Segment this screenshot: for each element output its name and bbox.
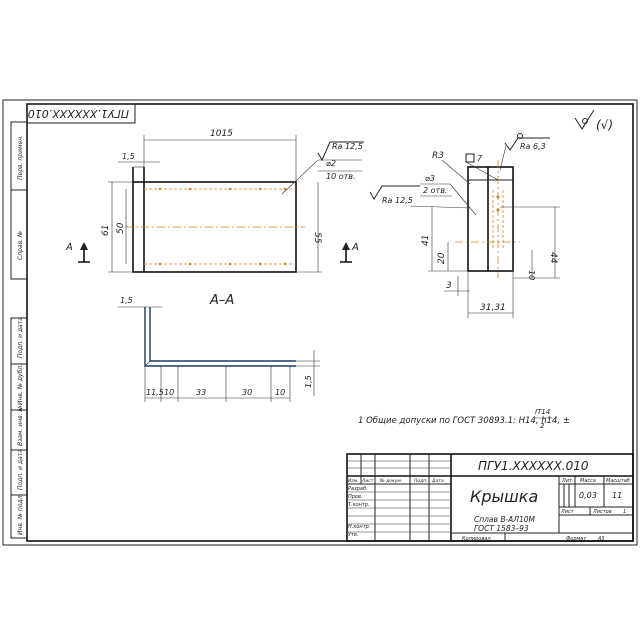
tb-designation: ПГУ1.XXXXXX.010	[478, 459, 589, 473]
side-label-2: Справ. №	[17, 231, 24, 260]
side-roughness-top: Ra 6,3	[520, 142, 546, 151]
tb-format: Формат	[566, 536, 587, 542]
tb-h-date: Дата	[431, 478, 444, 484]
dim-offset: 1,5	[122, 152, 135, 161]
dim-10: 10	[527, 270, 536, 280]
dim-3131: 31,31	[480, 303, 506, 313]
sec-dim-30: 30	[242, 388, 252, 397]
tb-format-value: А3	[597, 536, 605, 542]
side-label-4: Инв. № дубл.	[17, 364, 24, 405]
tb-role-1: Разраб.	[348, 486, 368, 492]
tb-mass: 0,03	[579, 491, 597, 500]
section-aa: А–А 1,5 11,5 10 33 30 10 1,5	[118, 293, 320, 402]
front-roughness: Ra 12,5	[332, 142, 363, 151]
tb-name: Крышка	[470, 487, 538, 506]
sec-dim-115: 11,5	[146, 388, 164, 397]
tb-col-scale: Масштаб	[606, 478, 630, 484]
dim-20: 20	[437, 252, 447, 264]
tb-role-5: Н.контр.	[348, 524, 370, 530]
side-roughness-left: Ra 12,5	[382, 196, 413, 205]
tb-h-podp: Подп.	[414, 478, 428, 484]
title-block: Изм. Лист № докум. Подп. Дата Разраб. Пр…	[346, 453, 634, 542]
dim-length: 1015	[210, 129, 233, 139]
tb-h-doc: № докум.	[379, 478, 402, 484]
tb-role-2: Пров.	[348, 494, 363, 500]
dim-41: 41	[421, 235, 431, 246]
top-stamp: ПГУ1.XXXXXX.010	[26, 103, 136, 124]
side-label-5: Взам. инв. №	[17, 405, 24, 446]
dim-3: 3	[446, 281, 452, 291]
technical-note: 1 Общие допуски по ГОСТ 30893.1: H14, h1…	[358, 408, 570, 430]
roughness-general: (√)	[574, 109, 613, 132]
tb-role-6: Утв.	[348, 532, 359, 538]
sec-dim-33: 33	[196, 388, 206, 397]
note-text: 1 Общие допуски по ГОСТ 30893.1: H14, h1…	[358, 416, 570, 426]
side-hole-dia: ⌀3	[425, 174, 435, 183]
dim-h-right: 55	[312, 232, 322, 244]
dim-h-outer: 61	[101, 225, 111, 236]
side-label-7: Инв. № подл.	[17, 494, 24, 535]
sheet-border	[2, 99, 638, 546]
front-hole-count: 10 отв.	[326, 172, 356, 181]
tb-material-1: Сплав В-АЛ10М	[474, 515, 535, 524]
tb-col-mass: Масса	[580, 478, 596, 484]
cut-mark-left: A	[65, 242, 73, 253]
tb-sheets-value: 1	[623, 509, 626, 515]
front-hole-dia: ⌀2	[326, 159, 336, 168]
section-title: А–А	[209, 293, 234, 308]
tb-col-lit: Лит.	[561, 478, 574, 484]
tb-sheets: Листов	[592, 509, 612, 515]
front-view: 1015 1,5 61 50 55 Ra 12,5 ⌀2 10 отв. A A	[65, 129, 364, 273]
cut-mark-right: A	[351, 242, 359, 253]
dim-44: 44	[548, 252, 558, 264]
tb-scale: 11	[612, 491, 622, 500]
side-radius: R3	[432, 151, 444, 161]
side-label-6: Подп. и дата	[17, 449, 24, 490]
side-square: 7	[477, 154, 483, 163]
side-label-1: Перв. примен.	[17, 135, 24, 180]
dim-h-mid: 50	[116, 222, 126, 234]
sec-dim-10a: 10	[164, 388, 174, 397]
top-stamp-text: ПГУ1.XXXXXX.010	[28, 107, 129, 120]
tb-role-3: Т.контр.	[348, 502, 370, 508]
tb-copied: Копировал	[462, 536, 491, 542]
tb-sheet: Лист	[560, 509, 575, 515]
note-frac-num: IT14	[535, 408, 550, 416]
side-label-3: Подп. и дата	[17, 317, 24, 358]
roughness-general-text: (√)	[596, 118, 613, 132]
side-strip: Перв. примен. Справ. № Подп. и дата Инв.…	[10, 121, 28, 539]
sec-dim-10b: 10	[275, 388, 285, 397]
sec-dim-15: 1,5	[304, 375, 313, 388]
side-view: 7 R3 Ra 6,3 ⌀3 2 отв. Ra 12,5 41 20 3 44…	[369, 133, 560, 318]
side-hole-count: 2 отв.	[423, 186, 447, 195]
note-frac-den: 2	[540, 422, 545, 430]
tb-material-2: ГОСТ 1583–93	[474, 524, 529, 533]
tb-h-list: Лист	[361, 478, 374, 484]
sec-dim-top: 1,5	[120, 296, 133, 305]
tb-h-izm: Изм.	[348, 478, 359, 484]
